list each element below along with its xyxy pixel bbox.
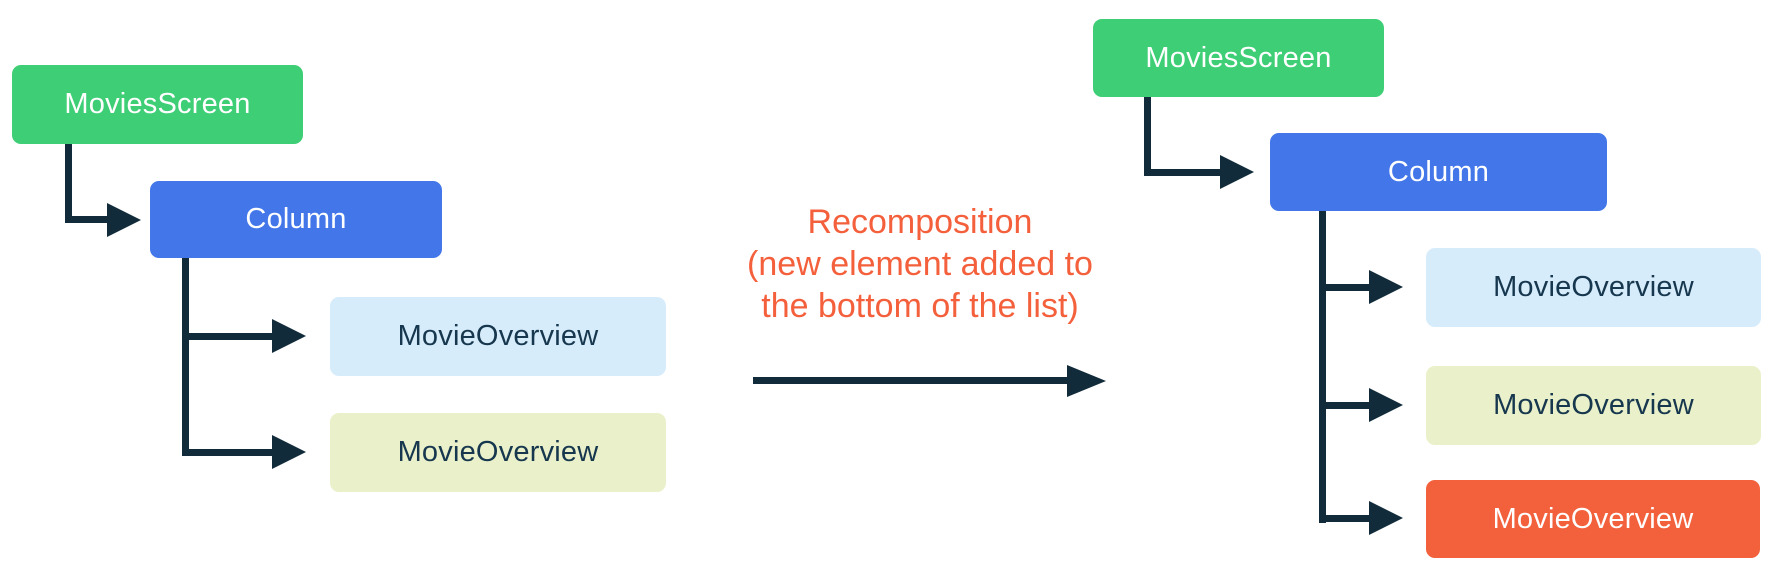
left-movie-overview-1-node: MovieOverview <box>330 297 666 376</box>
right-branch-2 <box>1319 402 1369 409</box>
left-elbow-moviesscreen-horizontal <box>65 216 107 223</box>
right-elbow-moviesscreen-vertical <box>1144 97 1151 176</box>
recomposition-arrow-shaft <box>753 377 1067 384</box>
annotation-line-3: the bottom of the list) <box>761 287 1079 325</box>
right-movies-screen-node: MoviesScreen <box>1093 19 1384 97</box>
left-column-trunk <box>182 258 189 456</box>
left-branch-2 <box>182 449 272 456</box>
right-movie-overview-2-node: MovieOverview <box>1426 366 1761 445</box>
left-branch-1 <box>182 333 272 340</box>
right-column-arrowhead-icon <box>1220 155 1254 189</box>
right-movie-overview-1-node: MovieOverview <box>1426 248 1761 327</box>
left-movieoverview-1-arrowhead-icon <box>272 319 306 353</box>
left-column-arrowhead-icon <box>107 203 141 237</box>
right-movieoverview-1-arrowhead-icon <box>1369 270 1403 304</box>
left-column-node: Column <box>150 181 442 258</box>
right-column-node: Column <box>1270 133 1607 211</box>
annotation-line-1: Recomposition <box>807 203 1033 241</box>
right-movieoverview-3-arrowhead-icon <box>1369 501 1403 535</box>
right-branch-3 <box>1319 515 1369 522</box>
left-elbow-moviesscreen-vertical <box>65 144 72 223</box>
left-movie-overview-2-node: MovieOverview <box>330 413 666 492</box>
recomposition-annotation: Recomposition (new element added to the … <box>620 201 1220 327</box>
right-movie-overview-3-node-new: MovieOverview <box>1426 480 1760 558</box>
right-elbow-moviesscreen-horizontal <box>1144 169 1220 176</box>
right-branch-1 <box>1319 284 1369 291</box>
left-movieoverview-2-arrowhead-icon <box>272 435 306 469</box>
right-column-trunk <box>1319 211 1326 523</box>
right-movieoverview-2-arrowhead-icon <box>1369 388 1403 422</box>
recomposition-arrowhead-icon <box>1067 365 1106 397</box>
annotation-line-2: (new element added to <box>747 245 1093 283</box>
left-movies-screen-node: MoviesScreen <box>12 65 303 144</box>
